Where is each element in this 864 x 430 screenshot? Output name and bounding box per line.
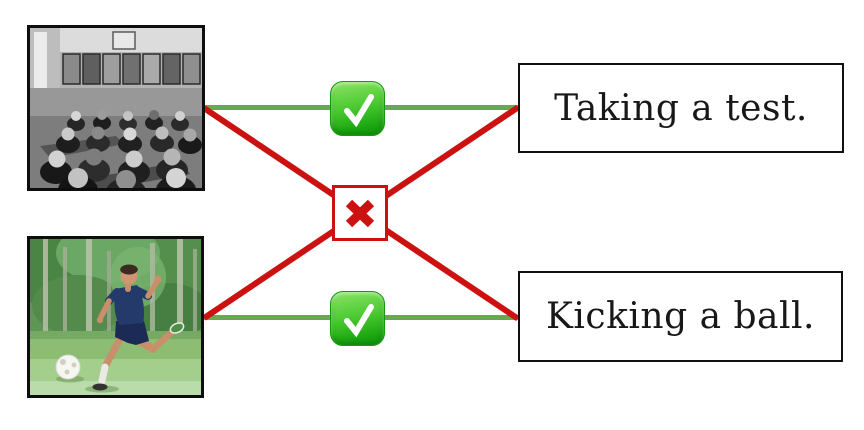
soccer-photo-art <box>30 239 201 395</box>
answer-label-kicking-a-ball: Kicking a ball. <box>546 296 815 337</box>
classroom-photo-art <box>30 28 202 188</box>
classroom-photo[interactable] <box>27 25 205 191</box>
check-icon-bottom <box>330 291 385 346</box>
answer-label-taking-a-test: Taking a test. <box>554 87 808 129</box>
check-glyph <box>343 303 374 337</box>
check-glyph <box>343 93 374 127</box>
cross-icon <box>332 185 388 241</box>
soccer-photo[interactable] <box>27 236 204 398</box>
answer-box-kicking-a-ball[interactable]: Kicking a ball. <box>518 271 843 362</box>
check-icon-top <box>330 81 385 136</box>
answer-box-taking-a-test[interactable]: Taking a test. <box>518 63 844 153</box>
cross-glyph <box>345 199 375 228</box>
